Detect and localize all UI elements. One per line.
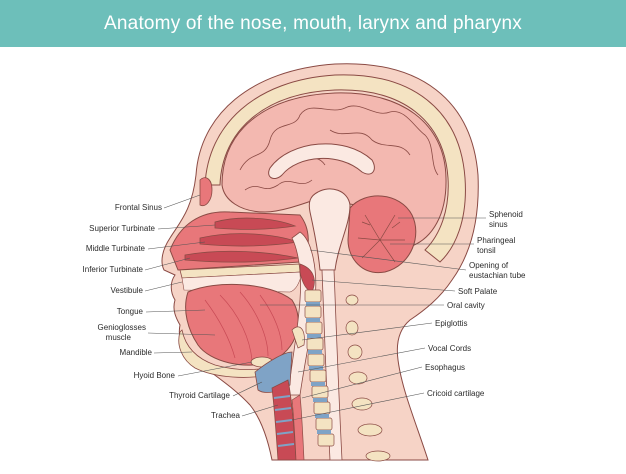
anatomy-diagram: Frontal Sinus Superior Turbinate Middle … [83, 63, 526, 462]
epiglottis [291, 326, 305, 349]
skull [204, 74, 466, 263]
left-leader-lines [144, 194, 279, 417]
genioglossus-fibers [204, 291, 283, 361]
spinous-processes [345, 294, 391, 462]
corpus-callosum [268, 143, 375, 179]
cerebellum-branches [357, 214, 405, 263]
label-thyroid-cartilage: Thyroid Cartilage [169, 391, 230, 400]
label-vestibule: Vestibule [111, 286, 144, 295]
spinal-cord [321, 269, 343, 461]
label-oral-cavity: Oral cavity [447, 301, 485, 310]
esophagus [291, 394, 305, 461]
label-soft-palate: Soft Palate [458, 287, 498, 296]
label-muscle: muscle [106, 333, 132, 342]
label-trachea: Trachea [211, 411, 241, 420]
label-sphenoid: Sphenoid [489, 210, 523, 219]
brain-folds [239, 105, 439, 191]
label-pharingeal: Pharingeal [477, 236, 515, 245]
label-inferior-turbinate: Inferior Turbinate [83, 265, 144, 274]
label-vocal-cords: Vocal Cords [428, 344, 471, 353]
label-eustachian-tube: eustachian tube [469, 271, 526, 280]
labels-left: Frontal Sinus Superior Turbinate Middle … [83, 203, 241, 420]
title-banner: Anatomy of the nose, mouth, larynx and p… [0, 0, 626, 47]
brainstem [308, 188, 351, 271]
label-epiglottis: Epiglottis [435, 319, 467, 328]
diagram-title: Anatomy of the nose, mouth, larynx and p… [104, 12, 522, 34]
label-tongue: Tongue [117, 307, 144, 316]
label-hyoid-bone: Hyoid Bone [134, 371, 176, 380]
vertebrae [304, 289, 335, 447]
label-cricoid-cartilage: Cricoid cartilage [427, 389, 485, 398]
label-genioglosses: Genioglosses [98, 323, 146, 332]
label-frontal-sinus: Frontal Sinus [115, 203, 162, 212]
labels-right: Sphenoid sinus Pharingeal tonsil Opening… [425, 210, 526, 398]
label-tonsil: tonsil [477, 246, 496, 255]
right-leader-lines [260, 217, 486, 421]
frontal-sinus [199, 177, 213, 207]
label-sinus: sinus [489, 220, 508, 229]
tracheal-rings [273, 395, 295, 447]
label-middle-turbinate: Middle Turbinate [86, 244, 146, 253]
intervertebral-discs [306, 302, 331, 434]
label-opening-of: Opening of [469, 261, 509, 270]
label-esophagus: Esophagus [425, 363, 465, 372]
label-superior-turbinate: Superior Turbinate [89, 224, 155, 233]
label-mandible: Mandible [120, 348, 153, 357]
